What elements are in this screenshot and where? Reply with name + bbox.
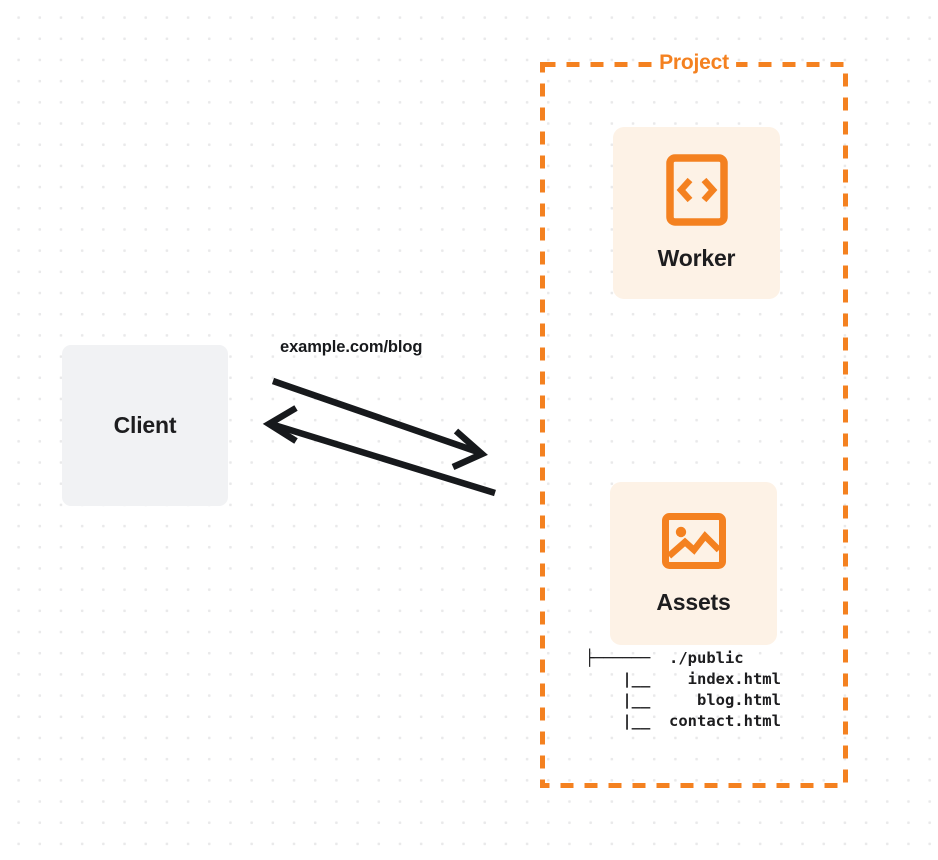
assets-file-tree: ├────── ./public |__ index.html |__ blog… (585, 648, 781, 732)
image-icon (661, 512, 727, 575)
node-worker[interactable]: Worker (613, 127, 780, 299)
arrow-request (271, 377, 488, 470)
group-project: Project Worker Assets (540, 51, 848, 788)
file-tree-line-contact: |__ contact.html (585, 712, 781, 730)
group-project-title: Project (652, 51, 736, 75)
file-tree-line-blog: |__ blog.html (585, 691, 781, 709)
arrow-response (262, 405, 496, 497)
node-worker-label: Worker (657, 245, 736, 271)
node-assets[interactable]: Assets (610, 482, 777, 645)
edge-label-url: example.com/blog (280, 338, 423, 356)
node-client[interactable]: Client (62, 345, 228, 506)
file-tree-line-index: |__ index.html (585, 670, 781, 688)
file-tree-line-root: ├────── ./public (585, 649, 744, 667)
code-brackets-icon (665, 154, 729, 231)
node-client-label: Client (113, 412, 177, 438)
node-assets-label: Assets (656, 588, 731, 615)
